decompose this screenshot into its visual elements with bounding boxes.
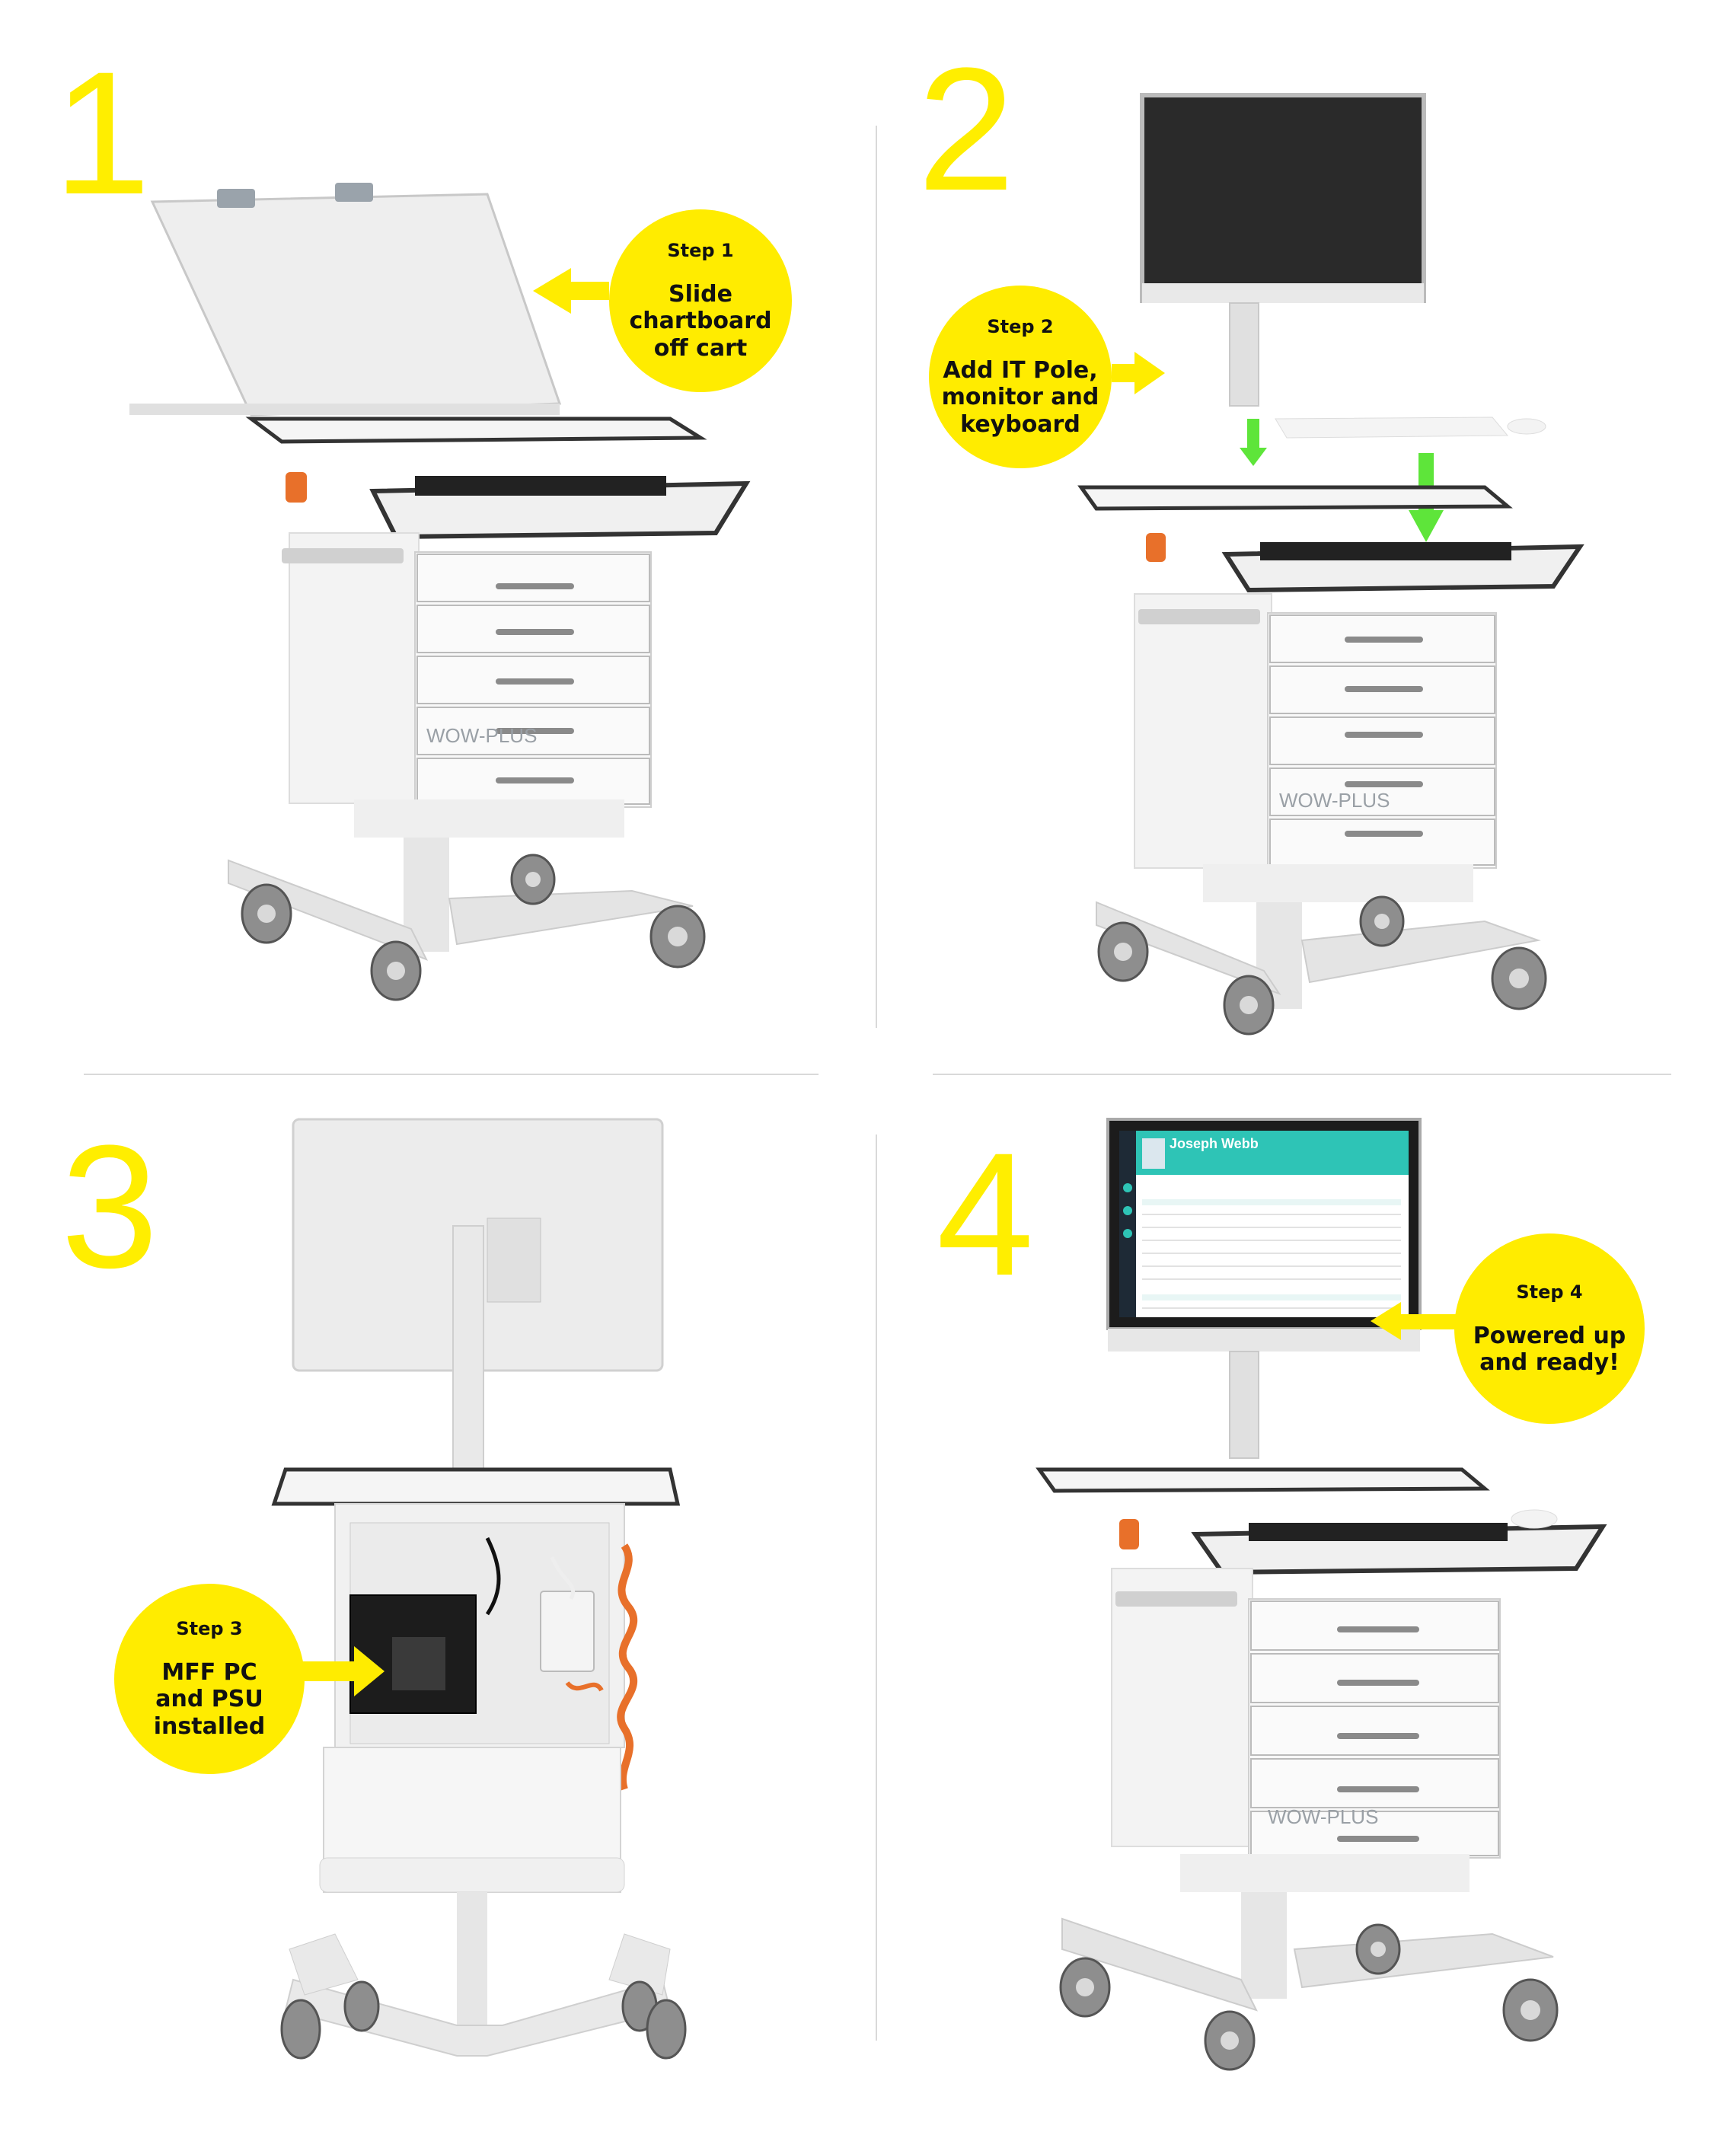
- step-3-line-2: and PSU: [155, 1686, 263, 1713]
- step-1-line-2: chartboard: [629, 308, 772, 335]
- step-4-bubble: Step 4 Powered up and ready!: [1454, 1233, 1645, 1424]
- divider-bottom: [876, 1135, 877, 2041]
- step-2-title: Step 2: [987, 315, 1054, 337]
- step-4-title: Step 4: [1516, 1281, 1583, 1303]
- step-number-4: 4: [937, 1116, 1034, 1312]
- step-3-line-3: installed: [153, 1712, 266, 1740]
- step-number-3: 3: [61, 1109, 158, 1304]
- step-1-title: Step 1: [667, 239, 734, 261]
- step-number-2: 2: [917, 31, 1015, 227]
- step-2-line-2: monitor and: [941, 384, 1099, 411]
- cart-illustration-step-1: WOW-PLUS: [129, 183, 751, 1001]
- step-3-bubble: Step 3 MFF PC and PSU installed: [114, 1584, 305, 1774]
- cart-illustration-step-2: WOW-PLUS: [1077, 93, 1584, 1036]
- divider-left: [84, 1074, 819, 1075]
- wow-plus-logo-step-4: WOW-PLUS: [1268, 1805, 1378, 1828]
- cart-illustration-step-3: [271, 1118, 687, 2060]
- wow-plus-logo-step-2: WOW-PLUS: [1279, 789, 1390, 812]
- step-2-line-1: Add IT Pole,: [943, 356, 1098, 384]
- wow-plus-logo-step-1: WOW-PLUS: [426, 724, 537, 747]
- step-3-title: Step 3: [176, 1617, 243, 1639]
- step-1-bubble: Step 1 Slide chartboard off cart: [609, 209, 792, 392]
- step-4-line-2: and ready!: [1479, 1349, 1620, 1376]
- divider-right: [933, 1074, 1671, 1075]
- step-1-line-3: off cart: [653, 334, 748, 362]
- step-1-line-1: Slide: [669, 280, 732, 308]
- step-4-line-1: Powered up: [1473, 1322, 1626, 1349]
- step-2-bubble: Step 2 Add IT Pole, monitor and keyboard: [929, 286, 1112, 468]
- step-3-line-1: MFF PC: [161, 1658, 257, 1686]
- step-number-1: 1: [53, 35, 151, 231]
- step-2-line-3: keyboard: [960, 410, 1080, 438]
- screen-patient-name: Joseph Webb: [1170, 1136, 1259, 1151]
- divider-top: [876, 126, 877, 1028]
